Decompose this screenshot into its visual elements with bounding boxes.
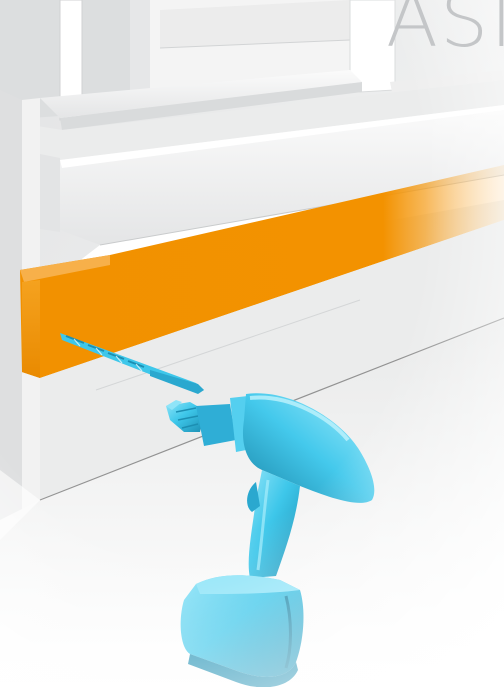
heading-text: ASI — [386, 0, 504, 58]
